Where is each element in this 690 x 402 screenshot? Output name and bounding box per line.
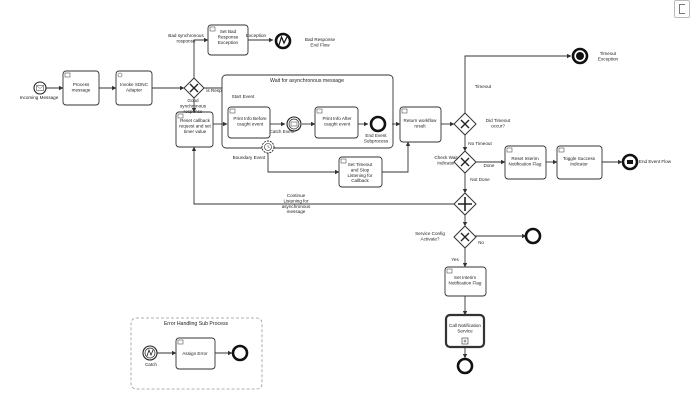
label-yes: Yes bbox=[451, 257, 459, 262]
service-config-no-end-event[interactable] bbox=[524, 227, 542, 245]
wait-async-subprocess[interactable]: Wait for asynchronous message bbox=[221, 74, 394, 149]
task-assign-error[interactable]: Assign Error bbox=[175, 337, 216, 370]
timeout-exception-end-event[interactable] bbox=[571, 47, 589, 65]
timeout-exclusive-gateway[interactable] bbox=[453, 112, 477, 136]
bad-response-end-event[interactable] bbox=[274, 32, 292, 50]
label-done: Done bbox=[484, 163, 495, 168]
sequence-flows bbox=[46, 37, 623, 359]
label-boundary-event: Boundary Event bbox=[233, 155, 266, 160]
svg-text:Error Handling Sub Process: Error Handling Sub Process bbox=[164, 321, 229, 327]
label-no-timeout: No Timeout bbox=[468, 141, 492, 146]
label-exception: Exception bbox=[246, 33, 267, 38]
svg-text:Wait for asynchronous message: Wait for asynchronous message bbox=[270, 78, 344, 84]
label-not-done: Not Done bbox=[470, 177, 490, 182]
catch-event[interactable] bbox=[286, 116, 302, 132]
service-config-exclusive-gateway[interactable] bbox=[453, 225, 477, 249]
label-no: No bbox=[478, 240, 484, 245]
label-catch-event: Catch Event bbox=[269, 129, 295, 134]
label-catch: Catch bbox=[145, 362, 157, 367]
response-exclusive-gateway[interactable] bbox=[183, 77, 205, 99]
label-timeout: Timeout bbox=[475, 84, 492, 89]
error-handling-subprocess[interactable]: Error Handling Sub Process bbox=[130, 317, 263, 390]
label-end-event-flow: End Event Flow bbox=[639, 159, 672, 164]
label-start-event: Start Event bbox=[232, 94, 255, 99]
svg-text:Assign Error: Assign Error bbox=[182, 351, 208, 356]
incoming-message-start-event[interactable] bbox=[33, 81, 47, 95]
final-end-event[interactable] bbox=[456, 357, 474, 375]
boundary-timer-event[interactable] bbox=[261, 140, 275, 154]
end-event-flow[interactable] bbox=[621, 153, 639, 171]
merge-parallel-gateway[interactable] bbox=[453, 192, 477, 216]
error-catch-start-event[interactable] bbox=[142, 345, 158, 361]
label-incoming-message: Incoming Message bbox=[20, 95, 59, 100]
end-event-subprocess[interactable] bbox=[369, 115, 387, 133]
wait-indicator-exclusive-gateway[interactable] bbox=[453, 150, 477, 174]
label-is-resp: is Resp bbox=[206, 88, 222, 93]
error-subprocess-end-event[interactable] bbox=[231, 344, 249, 362]
